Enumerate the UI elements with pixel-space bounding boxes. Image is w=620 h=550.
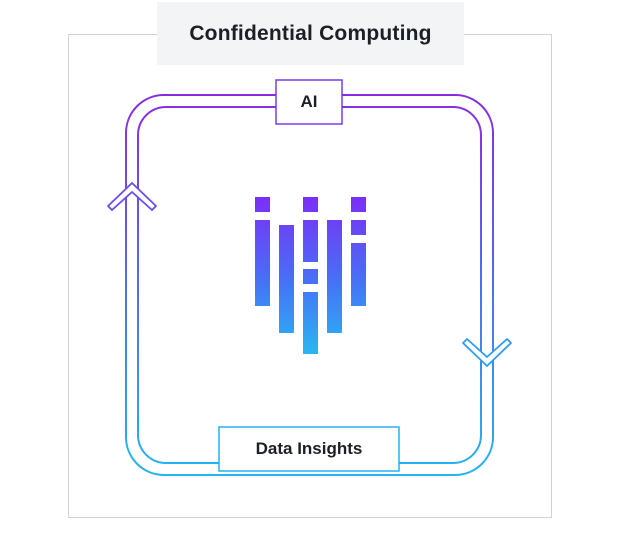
cycle-arrow-up-icon: [107, 182, 157, 211]
data-insights-node-label: Data Insights: [255, 439, 363, 458]
cycle-loop: [125, 94, 494, 476]
diagram-title: Confidential Computing: [189, 21, 432, 45]
data-insights-node-box: [218, 426, 400, 472]
title-box: Confidential Computing: [157, 2, 464, 65]
logo-bars-icon: [255, 197, 366, 354]
cycle-arrow-down-icon: [462, 338, 512, 367]
ai-node-label: AI: [300, 92, 318, 111]
ai-node-box: [275, 79, 343, 125]
